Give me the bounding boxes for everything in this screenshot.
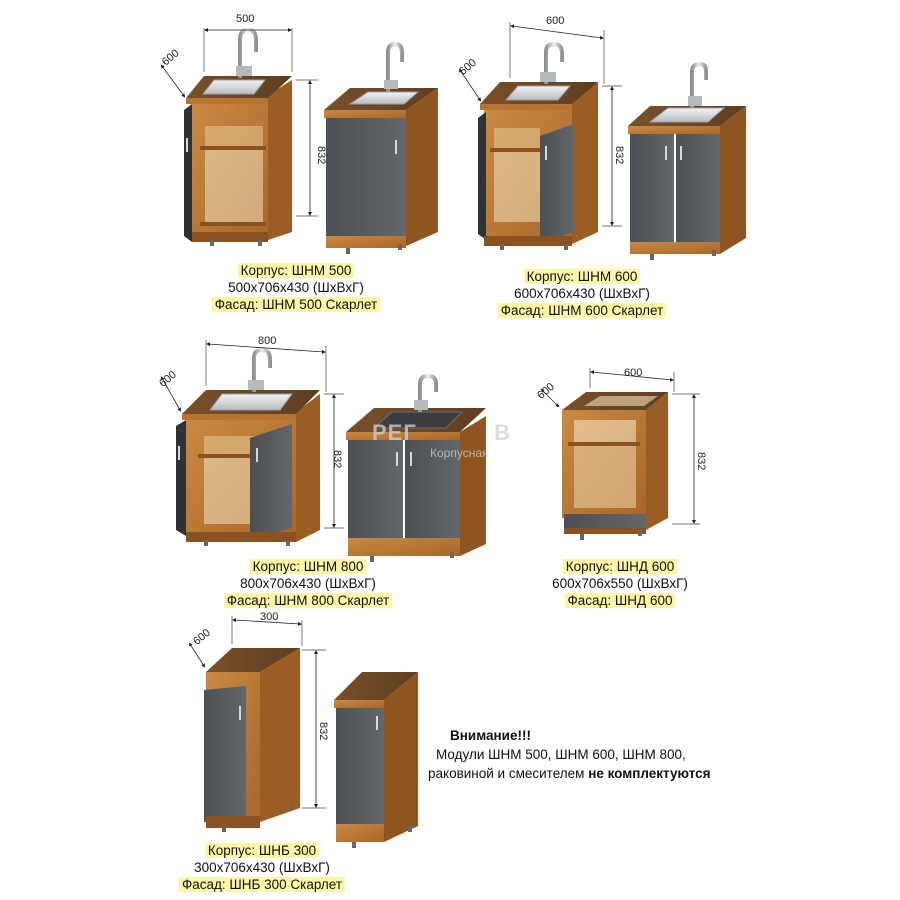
caption-shnm800: Корпус: ШНМ 800 800х706х430 (ШхВхГ) Фаса…	[208, 558, 408, 609]
watermark: РЕГ В Корпусная	[372, 420, 511, 460]
dim-depth-shnd600: 600	[535, 381, 557, 402]
caption-size: 600х706х550 (ШхВхГ)	[552, 576, 688, 591]
notice-line2-bold: не комплектуются	[588, 766, 711, 781]
cabinet-shnm500-open	[184, 27, 292, 246]
dim-depth-shnm500: 600	[160, 47, 182, 68]
caption-facade: Фасад: ШНБ 300 Скарлет	[178, 877, 346, 892]
dim-height-shnm800: 832	[331, 450, 343, 468]
caption-size: 800х706х430 (ШхВхГ)	[240, 576, 376, 591]
notice-title: Внимание!!!	[450, 728, 531, 743]
dim-height-shnm500: 832	[315, 146, 327, 164]
dim-depth-shnm600: 600	[457, 57, 479, 78]
caption-corpus: Корпус: ШНБ 300	[204, 843, 320, 858]
dim-width-shnm800: 800	[258, 335, 276, 347]
dimension-lines-shnd600: 600 600 832	[535, 367, 707, 525]
dim-depth-shnb300: 600	[191, 627, 213, 648]
watermark-sub: Корпусная	[430, 446, 489, 460]
dimension-lines-shnb300: 300 600 832	[188, 611, 329, 809]
dim-width-shnd600: 600	[624, 367, 642, 379]
cabinet-shnd600	[562, 392, 668, 540]
dim-depth-shnm800: 600	[157, 369, 179, 390]
cabinet-shnm500-closed	[324, 41, 438, 254]
caption-corpus: Корпус: ШНМ 500	[237, 263, 355, 278]
dim-height-shnb300: 832	[317, 722, 329, 740]
watermark-suffix: В	[494, 420, 512, 445]
cabinet-shnb300-closed	[334, 672, 418, 848]
caption-facade: Фасад: ШНМ 800 Скарлет	[223, 593, 393, 608]
caption-shnm500: Корпус: ШНМ 500 500х706х430 (ШхВхГ) Фаса…	[196, 262, 396, 313]
caption-facade: Фасад: ШНМ 500 Скарлет	[211, 297, 381, 312]
dim-width-shnm600: 600	[546, 15, 564, 27]
cabinet-shnm800-closed	[346, 373, 486, 562]
caption-size: 600х706х430 (ШхВхГ)	[514, 286, 650, 301]
caption-shnb300: Корпус: ШНБ 300 300х706х430 (ШхВхГ) Фаса…	[162, 842, 362, 893]
caption-facade: Фасад: ШНМ 600 Скарлет	[497, 303, 667, 318]
caption-shnd600: Корпус: ШНД 600 600х706х550 (ШхВхГ) Фаса…	[520, 558, 720, 609]
cabinet-shnm600-closed	[628, 61, 746, 260]
dimension-lines-shnm800: 800 600 832	[157, 335, 344, 529]
caption-corpus: Корпус: ШНД 600	[562, 559, 678, 574]
dim-width-shnb300: 300	[260, 611, 278, 623]
caption-facade: Фасад: ШНД 600	[564, 593, 676, 608]
caption-corpus: Корпус: ШНМ 800	[249, 559, 367, 574]
cabinet-shnm800-open	[176, 347, 320, 546]
dim-height-shnd600: 832	[695, 452, 707, 470]
dim-height-shnm600: 832	[613, 146, 625, 164]
notice-line1: Модули ШНМ 500, ШНМ 600, ШНМ 800,	[436, 747, 686, 762]
notice-block: Внимание!!! Модули ШНМ 500, ШНМ 600, ШНМ…	[428, 726, 711, 783]
caption-corpus: Корпус: ШНМ 600	[523, 269, 641, 284]
caption-size: 300х706х430 (ШхВхГ)	[194, 860, 330, 875]
cabinet-shnm600-open	[478, 41, 598, 250]
dim-width-shnm500: 500	[236, 13, 254, 25]
caption-shnm600: Корпус: ШНМ 600 600х706х430 (ШхВхГ) Фаса…	[482, 268, 682, 319]
watermark-brand: РЕГ	[372, 420, 417, 445]
cabinet-shnb300-open	[204, 648, 300, 832]
dimension-lines-shnm600: 600 600 832	[457, 15, 625, 227]
notice-line2: раковиной и смесителем не комплектуются	[428, 764, 711, 783]
notice-line2-start: раковиной и смесителем	[428, 766, 589, 781]
caption-size: 500х706х430 (ШхВхГ)	[228, 280, 364, 295]
